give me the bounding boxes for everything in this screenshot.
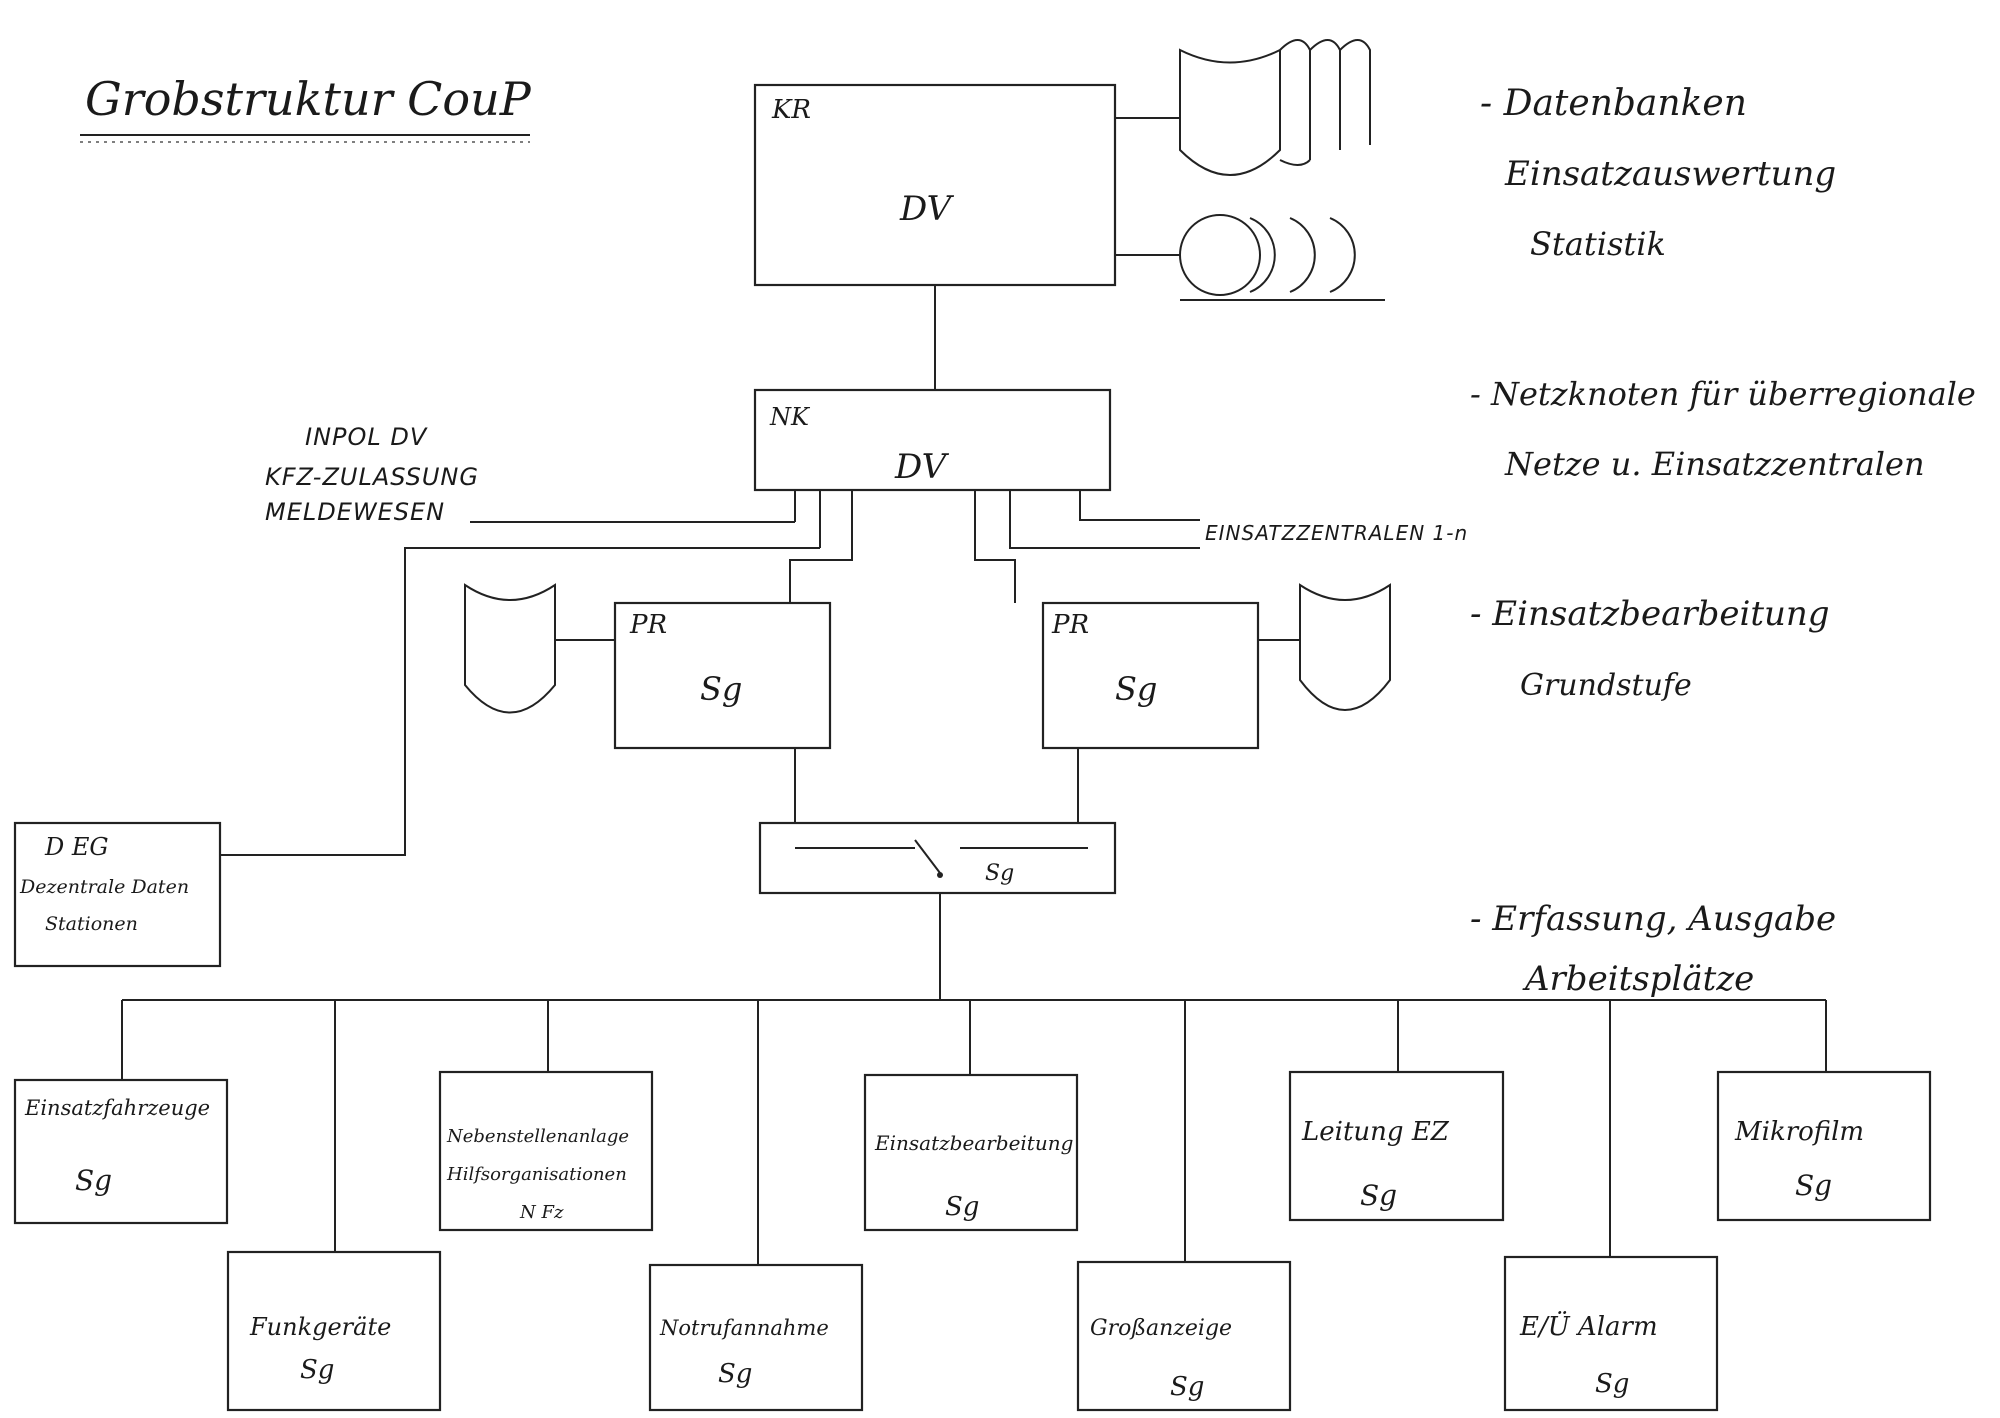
ws-grossanzeige-sub: Sg <box>1170 1372 1204 1402</box>
pr-left-tag: PR <box>629 610 667 640</box>
ws-einsatzbearbeitung-box <box>863 1073 1079 1232</box>
kr-label: DV <box>899 189 955 229</box>
external-systems-line1: INPOL DV <box>305 423 428 451</box>
level-erfassung-line1: - Erfassung, Ausgabe <box>1470 899 1836 939</box>
ws-notrufannahme-box <box>648 1263 864 1412</box>
database-disks-icon <box>1115 39 1371 176</box>
ws-mikrofilm-label: Mikrofilm <box>1734 1117 1864 1147</box>
ws-nebenstellenanlage-label3: N Fz <box>519 1202 564 1223</box>
switch-icon <box>795 839 1088 878</box>
ws-einsatzfahrzeuge-sub: Sg <box>75 1164 112 1197</box>
deg-line2: Dezentrale Daten <box>19 876 189 898</box>
ws-leitung-box <box>1288 1070 1505 1222</box>
database-disk-left-icon <box>464 583 615 714</box>
nk-label: DV <box>894 447 950 487</box>
nk-pr-right-link <box>974 490 1016 603</box>
ws-funkgeraete-box <box>226 1250 442 1412</box>
ws-nebenstellenanlage-box <box>438 1070 654 1232</box>
external-systems-line2: KFZ-ZULASSUNG <box>265 463 479 491</box>
nk-tag: NK <box>769 403 811 431</box>
pr-right-box <box>1041 601 1260 750</box>
ws-notrufannahme-label: Notrufannahme <box>659 1316 829 1340</box>
ws-einsatzbearbeitung-label: Einsatzbearbeitung <box>874 1131 1073 1155</box>
database-disk-right-icon <box>1258 583 1391 711</box>
ws-mikrofilm-sub: Sg <box>1795 1169 1832 1202</box>
ws-leitung-sub: Sg <box>1360 1179 1397 1212</box>
ws-grossanzeige-label: Großanzeige <box>1090 1316 1232 1341</box>
level-netzknoten-line2: Netze u. Einsatzzentralen <box>1504 445 1925 483</box>
level-datenbanken-line3: Statistik <box>1530 225 1666 263</box>
pr-left-box <box>613 601 832 750</box>
nk-einsatzzentralen-link <box>1009 490 1200 549</box>
ws-funkgeraete-label: Funkgeräte <box>249 1313 391 1341</box>
pr-left-label: Sg <box>700 670 742 708</box>
ws-alarm-box <box>1503 1255 1719 1412</box>
deg-box <box>13 821 222 968</box>
diagram-title: Grobstruktur CouP <box>85 72 532 126</box>
nk-pr-left-link <box>789 490 853 603</box>
ws-alarm-sub: Sg <box>1595 1369 1629 1399</box>
level-datenbanken-line1: - Datenbanken <box>1480 83 1747 124</box>
level-datenbanken-line2: Einsatzauswertung <box>1504 154 1836 194</box>
switch-box <box>758 821 1117 895</box>
einsatzzentralen-label: EINSATZZENTRALEN 1-n <box>1205 521 1468 545</box>
kr-tag: KR <box>771 95 811 125</box>
level-einsatz-line1: - Einsatzbearbeitung <box>1470 594 1830 634</box>
deg-line3: Stationen <box>45 913 138 935</box>
ws-nebenstellenanlage-label2: Hilfsorganisationen <box>446 1164 627 1185</box>
level-netzknoten-line1: - Netzknoten für überregionale <box>1470 375 1976 413</box>
ws-mikrofilm-box <box>1716 1070 1932 1222</box>
kr-box <box>753 83 1117 287</box>
ws-nebenstellenanlage-label: Nebenstellenanlage <box>446 1126 629 1147</box>
ws-notrufannahme-sub: Sg <box>718 1359 752 1389</box>
ws-alarm-label: E/Ü Alarm <box>1519 1310 1658 1342</box>
ws-leitung-label: Leitung EZ <box>1301 1117 1450 1147</box>
pr-right-label: Sg <box>1115 670 1157 708</box>
ws-funkgeraete-sub: Sg <box>300 1355 334 1385</box>
ws-einsatzfahrzeuge-box <box>13 1078 229 1225</box>
external-systems-line3: MELDEWESEN <box>265 498 445 526</box>
nk-box <box>753 388 1112 492</box>
ws-grossanzeige-box <box>1076 1260 1292 1412</box>
tape-reels-icon <box>1115 214 1385 301</box>
switch-label: Sg <box>985 861 1014 886</box>
ws-einsatzbearbeitung-sub: Sg <box>945 1192 979 1222</box>
deg-line1: D EG <box>44 833 109 861</box>
ws-einsatzfahrzeuge-label: Einsatzfahrzeuge <box>24 1096 210 1120</box>
level-erfassung-line2: Arbeitsplätze <box>1522 959 1754 999</box>
pr-right-tag: PR <box>1051 610 1089 640</box>
level-einsatz-line2: Grundstufe <box>1520 668 1692 703</box>
